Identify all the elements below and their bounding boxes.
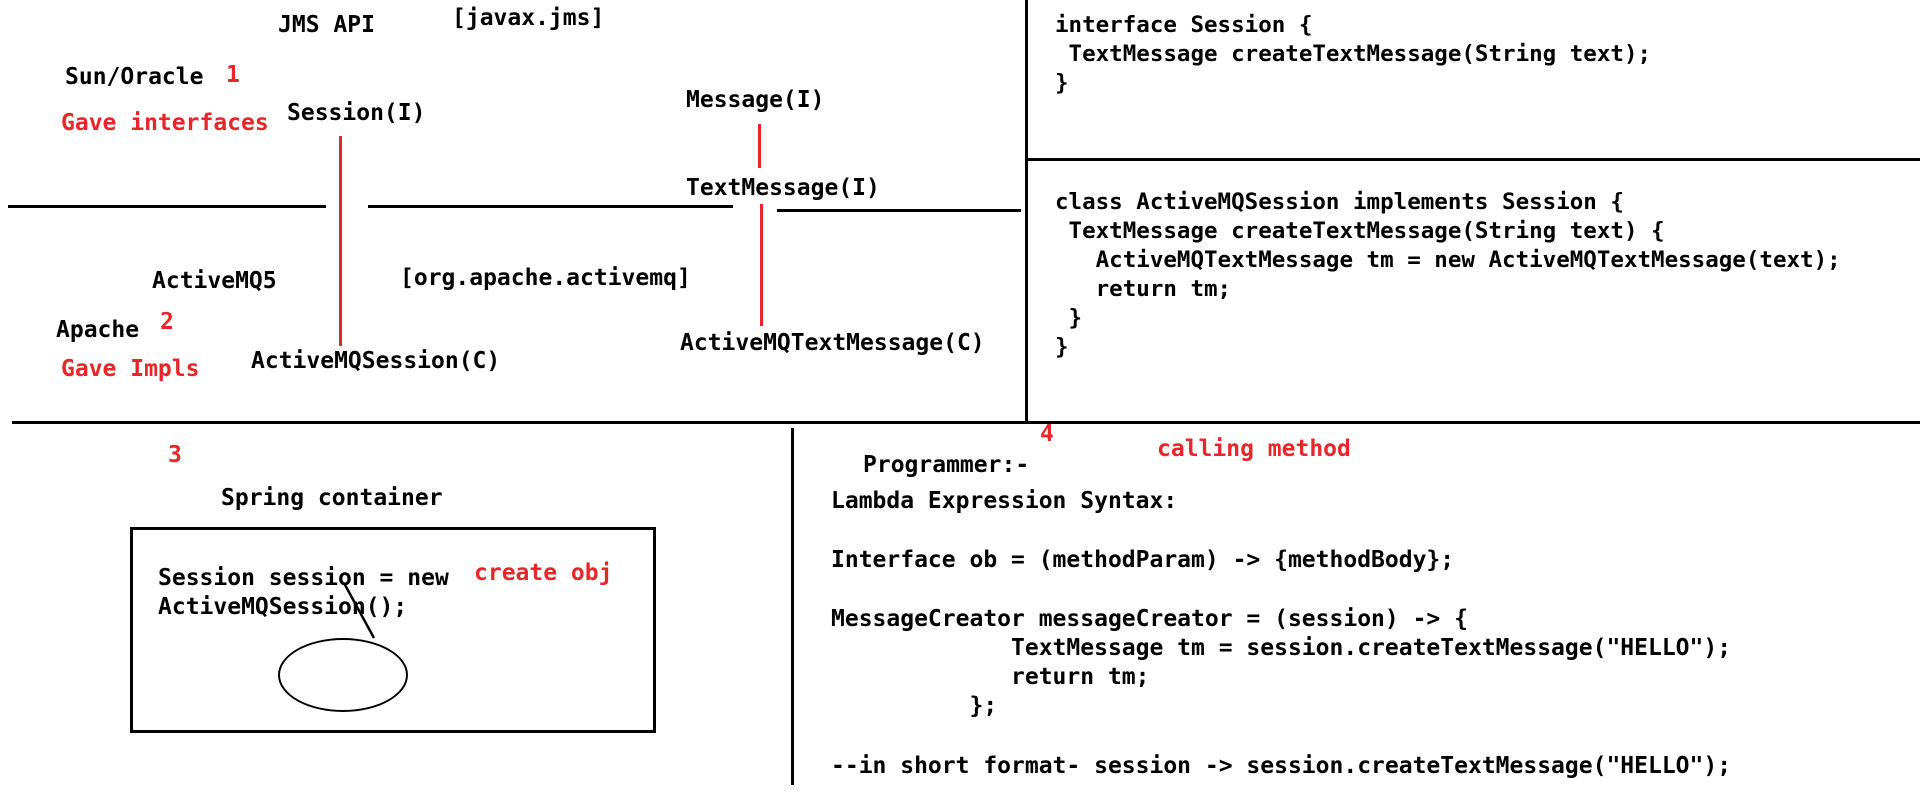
gave-interfaces-label: Gave interfaces (61, 110, 269, 136)
top-left-separator-segment-2 (368, 205, 733, 208)
session-object-oval (278, 638, 408, 712)
programmer-label: Programmer:- (863, 452, 1030, 478)
code-line: TextMessage createTextMessage(String tex… (1055, 218, 1665, 244)
code-line: ActiveMQTextMessage tm = new ActiveMQTex… (1055, 247, 1841, 273)
textmessage-interface-label: TextMessage(I) (686, 175, 880, 201)
apache-package-label: [org.apache.activemq] (400, 265, 691, 291)
lambda-syntax-line: Interface ob = (methodParam) -> {methodB… (831, 547, 1455, 573)
session-hierarchy-line (339, 136, 342, 346)
code-line: }; (831, 693, 998, 719)
step-number-2: 2 (160, 309, 174, 335)
activemq5-label: ActiveMQ5 (152, 268, 277, 294)
session-new-line-2: ActiveMQSession(); (158, 594, 408, 620)
middle-horizontal-divider (12, 421, 1920, 424)
code-line: return tm; (831, 664, 1150, 690)
top-left-separator-segment-3 (777, 209, 1021, 212)
spring-container-box (130, 527, 656, 733)
code-line: return tm; (1055, 276, 1232, 302)
jms-api-label: JMS API (278, 12, 375, 38)
create-obj-label: create obj (474, 560, 613, 586)
message-interface-label: Message(I) (686, 87, 825, 113)
calling-method-label: calling method (1157, 436, 1351, 462)
top-left-separator-segment-1 (8, 205, 326, 208)
code-line: } (1055, 305, 1083, 331)
short-format-line: --in short format- session -> session.cr… (831, 753, 1732, 779)
code-line: interface Session { (1055, 12, 1313, 38)
top-right-separator (1027, 158, 1920, 161)
code-line: class ActiveMQSession implements Session… (1055, 189, 1624, 215)
lambda-syntax-title: Lambda Expression Syntax: (831, 488, 1178, 514)
code-line: TextMessage tm = session.createTextMessa… (831, 635, 1732, 661)
sun-oracle-label: Sun/Oracle (65, 64, 204, 90)
session-new-line-1: Session session = new (158, 565, 449, 591)
gave-impls-label: Gave Impls (61, 356, 200, 382)
activemq-session-class-label: ActiveMQSession(C) (251, 348, 501, 374)
step-number-3: 3 (168, 442, 182, 468)
top-vertical-divider (1025, 0, 1028, 422)
code-line: } (1055, 70, 1069, 96)
textmessage-hierarchy-line (760, 204, 763, 326)
activemq-textmessage-class-label: ActiveMQTextMessage(C) (680, 330, 985, 356)
bottom-vertical-divider (791, 428, 794, 785)
step-number-4: 4 (1040, 421, 1054, 447)
code-line: } (1055, 334, 1069, 360)
javax-package-label: [javax.jms] (452, 5, 605, 31)
message-hierarchy-line (758, 124, 761, 168)
step-number-1: 1 (226, 62, 240, 88)
spring-container-label: Spring container (221, 485, 443, 511)
session-interface-label: Session(I) (287, 100, 426, 126)
code-line: MessageCreator messageCreator = (session… (831, 606, 1468, 632)
code-line: TextMessage createTextMessage(String tex… (1055, 41, 1652, 67)
apache-label: Apache (56, 317, 140, 343)
